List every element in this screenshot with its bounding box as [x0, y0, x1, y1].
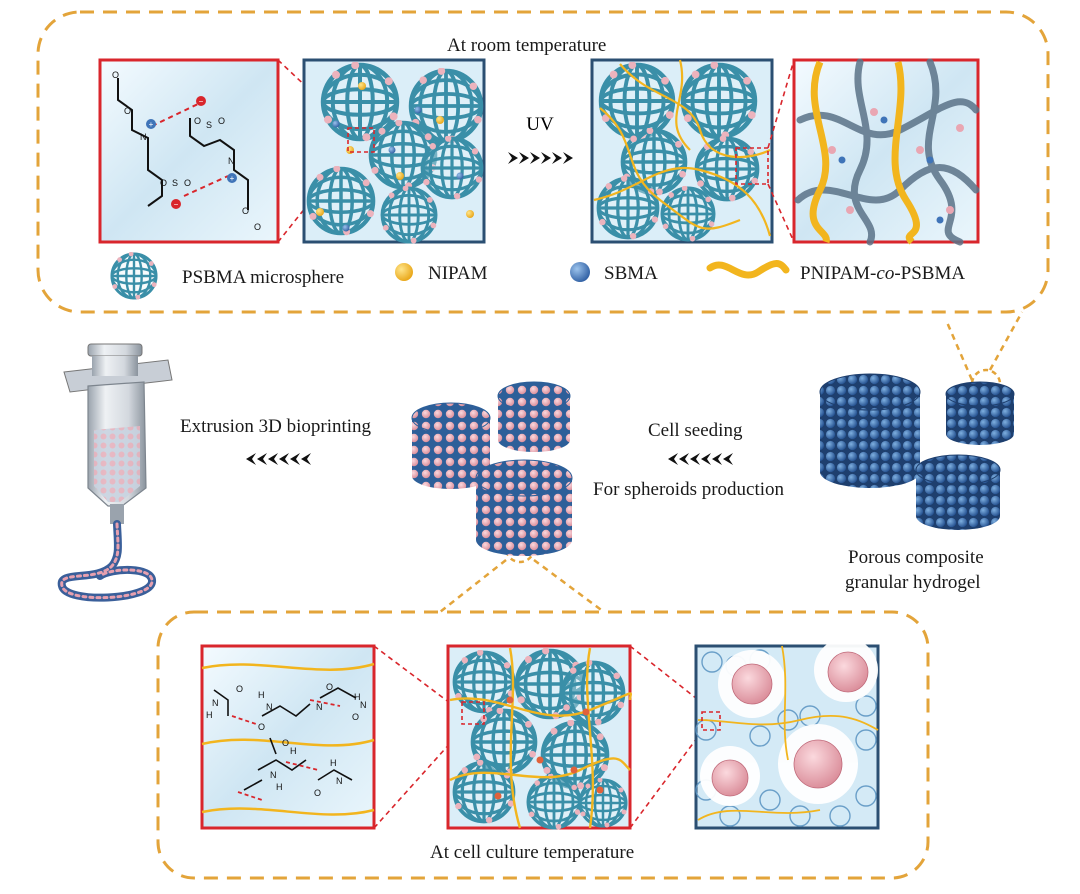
top-panel-border: [36, 10, 1050, 314]
seeded-cylinder-medium: [411, 402, 491, 489]
chem-zoom-box: [98, 58, 280, 244]
atom-label: O: [314, 788, 321, 798]
nipam-monomers: [316, 82, 474, 218]
uv-chevron-arrows-icon: [508, 152, 573, 164]
bottom-panel-title: At cell culture temperature: [430, 842, 635, 863]
anion-1: [196, 96, 206, 106]
legend-copolymer-prefix: PNIPAM-: [800, 263, 877, 284]
atom-label: O: [184, 178, 191, 188]
bottom-panel-border: [156, 610, 930, 880]
atom-label: O: [352, 712, 359, 722]
atom-label: N: [360, 700, 367, 710]
network-copolymer: [809, 60, 920, 245]
atom-label: O: [326, 682, 333, 692]
hydrogel-cylinder-small: [945, 381, 1015, 445]
spheroid-zoom-marker: [701, 711, 721, 731]
legend-microsphere-icon: [110, 252, 158, 300]
hydrogel-cylinder-medium: [915, 454, 1001, 530]
spheroids-label: For spheroids production: [593, 479, 785, 500]
cell-spheroid-icon: [711, 651, 869, 797]
uv-label: UV: [526, 114, 554, 135]
granular-hydrogel-icon: [819, 373, 1015, 530]
atom-label: O: [242, 206, 249, 216]
atom-label: H: [354, 692, 361, 702]
atom-label: N: [212, 698, 219, 708]
charge-label: −: [174, 200, 179, 209]
atom-label: O: [254, 222, 261, 232]
legend-copolymer-label: PNIPAM-co-PSBMA: [800, 264, 965, 283]
atom-label: O: [218, 116, 225, 126]
culture-copolymer: [449, 647, 632, 829]
atom-label: O: [282, 738, 289, 748]
hbond-dashes: [231, 699, 341, 801]
atom-label: O: [236, 684, 243, 694]
atom-label: O: [258, 722, 265, 732]
atom-label: N: [270, 770, 277, 780]
atom-label: N: [140, 132, 147, 142]
cation-2: [227, 173, 237, 183]
hbond-backbone: [201, 662, 375, 816]
top-panel-title: At room temperature: [447, 35, 607, 56]
hydrogel-label-line1: Porous composite: [848, 547, 984, 568]
atom-label: O: [112, 70, 119, 80]
extrusion-label: Extrusion 3D bioprinting: [180, 416, 372, 437]
sbma-monomers: [332, 106, 464, 232]
legend-copolymer-suffix: -PSBMA: [894, 263, 966, 284]
atom-label: S: [206, 120, 212, 130]
atom-label: S: [172, 178, 178, 188]
atom-label: N: [336, 776, 343, 786]
legend-copolymer-icon: [706, 260, 790, 279]
charge-label: +: [230, 174, 235, 183]
hbond-structures: [213, 687, 357, 791]
seeded-cylinder-large: [475, 459, 573, 556]
culture-zoom-marker: [461, 701, 485, 725]
atom-label: H: [290, 746, 297, 756]
cell-seeding-label: Cell seeding: [648, 420, 743, 441]
legend-nipam-label: NIPAM: [428, 263, 488, 284]
copolymer-chains: [593, 59, 772, 237]
legend-copolymer-italic: co: [876, 263, 895, 284]
atom-label: H: [258, 690, 265, 700]
atom-label: O: [124, 106, 131, 116]
hydrogel-label-line2: granular hydrogel: [845, 572, 981, 593]
atom-label: N: [266, 702, 273, 712]
syringe-icon: [57, 343, 173, 602]
legend-sbma-icon: [570, 262, 590, 282]
cell-seeded-hydrogels: [411, 381, 573, 556]
atom-label: N: [228, 156, 235, 166]
connector-top: [988, 311, 1024, 371]
connector-bottom-left: [439, 559, 507, 613]
atom-label: H: [330, 758, 337, 768]
anion-2: [171, 199, 181, 209]
charge-label: +: [149, 120, 154, 129]
ionic-bonds: [151, 103, 229, 197]
charge-label: −: [199, 97, 204, 106]
atom-label: O: [160, 178, 167, 188]
connector-bottom-right: [533, 558, 605, 614]
network-ion-pairs: [828, 108, 964, 224]
hydrogel-cylinder-large: [819, 373, 921, 488]
precursor-zoom-marker: [347, 127, 375, 153]
seeding-chevron-arrows-icon: [668, 453, 733, 465]
legend-microsphere-label: PSBMA microsphere: [182, 267, 345, 288]
cation-1: [146, 119, 156, 129]
legend-nipam-icon: [395, 263, 413, 281]
seeded-cylinder-small: [497, 381, 571, 452]
atom-label: O: [194, 116, 201, 126]
atom-label: H: [276, 782, 283, 792]
spheroid-copolymer: [697, 645, 879, 821]
atom-label: N: [316, 702, 323, 712]
atom-label: H: [206, 710, 213, 720]
sulfobetaine-structure: [117, 78, 249, 210]
extrusion-chevron-arrows-icon: [246, 453, 311, 465]
hbond-zoom-box: [200, 644, 376, 830]
legend-sbma-label: SBMA: [604, 263, 658, 284]
crosslinked-zoom-marker: [735, 147, 769, 185]
culture-hbond-stars: [494, 696, 604, 800]
connector-top-left: [944, 319, 974, 381]
